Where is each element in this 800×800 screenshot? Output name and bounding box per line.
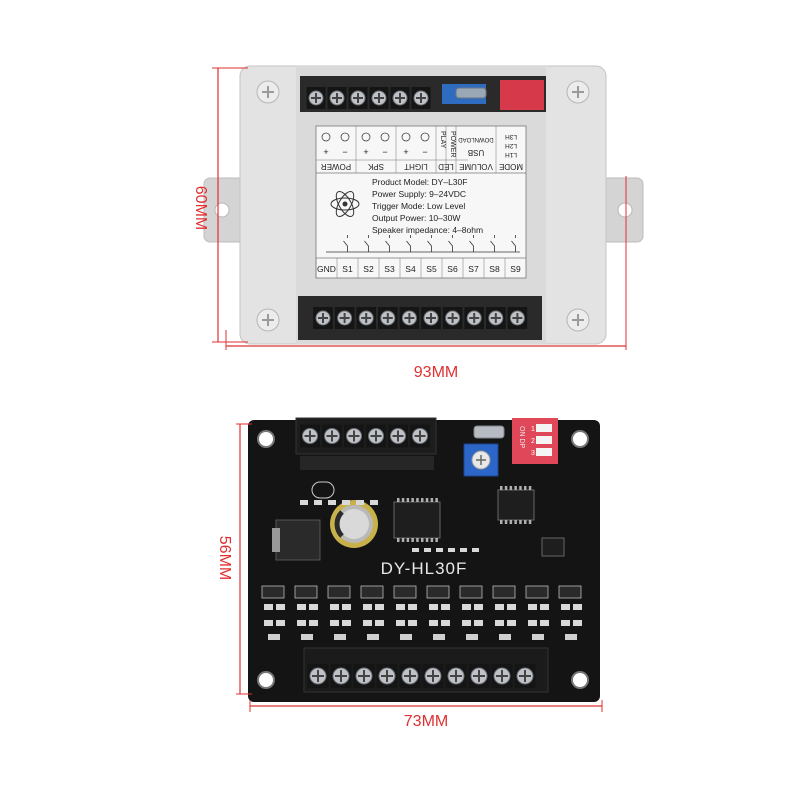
terminal-label: S7 [468, 264, 479, 274]
terminal-screw-icon [507, 307, 528, 329]
group-mode-label: MODE [499, 162, 523, 171]
terminal-screw-icon [399, 664, 421, 688]
pcb-model-label: DY-HL30F [381, 559, 468, 578]
terminal-label: S6 [447, 264, 458, 274]
pcb-dip-switch: ON DP 1 2 3 [512, 418, 558, 464]
terminal-screw-icon [376, 664, 398, 688]
terminal-screw-icon [514, 664, 536, 688]
spec-output: Output Power: 10–30W [372, 213, 460, 223]
terminal-screw-icon [366, 424, 386, 448]
terminal-screw-icon [399, 307, 420, 329]
terminal-screw-icon [344, 424, 364, 448]
terminal-screw-icon [390, 87, 410, 109]
terminal-label: S1 [342, 264, 353, 274]
terminal-block-top [306, 87, 431, 109]
dip-on-label: ON DP [518, 426, 525, 449]
plus-label: + [403, 147, 408, 157]
terminal-screw-icon [486, 307, 506, 329]
terminal-screw-icon [445, 664, 467, 688]
terminal-screw-icon [411, 87, 431, 109]
pcb-height-dimension-label: 56MM [216, 536, 233, 580]
spec-model: Product Model: DY–L30F [372, 177, 467, 187]
terminal-screw-icon [306, 87, 326, 109]
terminal-label: S4 [405, 264, 416, 274]
terminal-screw-icon [388, 424, 408, 448]
terminal-label: S3 [384, 264, 395, 274]
volume-potentiometer-icon [463, 443, 499, 477]
terminal-screw-icon [307, 664, 329, 688]
group-light-label: LIGHT [404, 162, 428, 171]
dip-switch [500, 80, 544, 110]
terminal-screw-icon [422, 664, 444, 688]
terminal-label: S5 [426, 264, 437, 274]
terminal-screw-icon [348, 87, 368, 109]
spec-power: Power Supply: 9–24VDC [372, 189, 466, 199]
spec-impedance: Speaker impedance: 4–8ohm [372, 225, 483, 235]
terminal-labels: GND S1 S2 S3 S4 S5 S6 S7 S8 S9 [315, 258, 521, 278]
terminal-screw-icon [410, 424, 430, 448]
terminal-screw-icon [421, 307, 441, 329]
height-dimension-label: 60MM [192, 186, 209, 230]
terminal-screw-icon [356, 307, 376, 329]
mode-level-label: L1H [505, 151, 517, 158]
dip-num: 3 [531, 450, 535, 457]
spec-trigger: Trigger Mode: Low Level [372, 201, 465, 211]
dip-num: 2 [531, 438, 535, 445]
capacitor-icon [330, 500, 378, 548]
pcb-terminal-bottom [307, 664, 536, 688]
terminal-screw-icon [300, 424, 320, 448]
terminal-screw-icon [468, 664, 490, 688]
minus-label: − [382, 147, 387, 157]
usb-label: USB [468, 148, 484, 157]
plus-label: + [323, 147, 328, 157]
pcb-board: ON DP 1 2 3 DY-HL30F [248, 417, 600, 702]
dip-num: 1 [531, 426, 535, 433]
dimension-top: 60MM 93MM [192, 67, 627, 381]
terminal-label: GND [317, 264, 336, 274]
terminal-screw-icon [353, 664, 375, 688]
terminal-screw-icon [334, 307, 355, 329]
mode-level-label: L2H [505, 142, 517, 149]
minus-label: − [422, 147, 427, 157]
group-power-label: POWER [321, 162, 351, 171]
terminal-screw-icon [378, 307, 398, 329]
dimension-bottom: 56MM 73MM [216, 423, 603, 730]
terminal-screw-icon [322, 424, 342, 448]
terminal-screw-icon [491, 664, 513, 688]
plus-label: + [363, 147, 368, 157]
pcb-width-dimension-label: 73MM [404, 713, 448, 730]
minus-label: − [342, 147, 347, 157]
brand-logo-icon [330, 191, 360, 217]
terminal-label: S9 [510, 264, 521, 274]
group-led-label: LED [438, 162, 454, 171]
switch-symbols [326, 235, 520, 253]
screw-icon [256, 80, 590, 332]
terminal-label: S8 [489, 264, 500, 274]
product-label: + − + − + − PLAY POWER USB DOWNLOAD L3H … [315, 125, 527, 279]
width-dimension-label: 93MM [414, 364, 458, 381]
terminal-screw-icon [464, 307, 484, 329]
terminal-screw-icon [330, 664, 352, 688]
mode-level-label: L3H [505, 133, 517, 140]
pcb-terminal-top [300, 424, 430, 448]
group-spk-label: SPK [367, 162, 384, 171]
terminal-screw-icon [442, 307, 463, 329]
terminal-screw-icon [327, 87, 347, 109]
terminal-label: S2 [363, 264, 374, 274]
power-vert-label: POWER [449, 131, 456, 157]
terminal-block-bottom [313, 307, 528, 329]
smd-components [261, 500, 582, 640]
group-volume-label: VOLUME [459, 162, 493, 171]
play-label: PLAY [439, 131, 446, 149]
terminal-screw-icon [369, 87, 389, 109]
download-label: DOWNLOAD [458, 136, 494, 142]
terminal-screw-icon [313, 307, 333, 329]
